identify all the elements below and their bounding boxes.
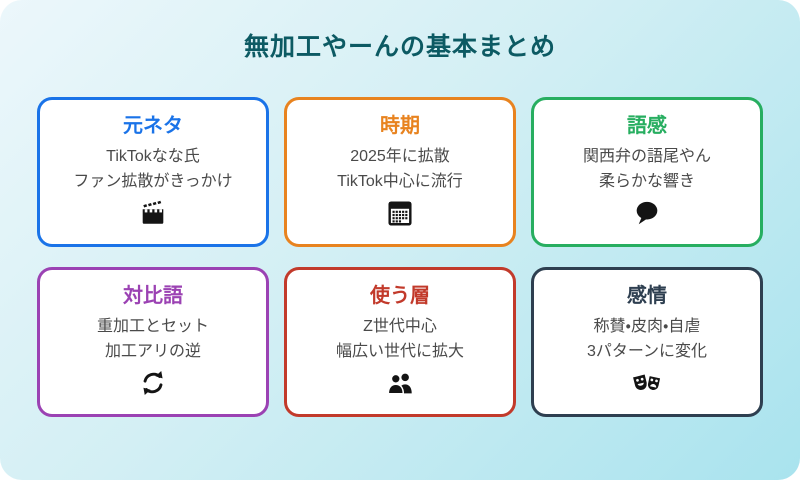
card-title: 使う層 <box>370 284 430 307</box>
card-title: 対比語 <box>123 284 183 307</box>
card-line: 柔らかな響き <box>598 172 695 190</box>
card-users: 使う層 Z世代中心 幅広い世代に拡大 <box>284 267 516 417</box>
card-grid: 元ネタ TikTokなな氏 ファン拡散がきっかけ <box>37 97 763 417</box>
refresh-arrows-icon <box>138 368 168 398</box>
card-title: 元ネタ <box>123 114 183 137</box>
card-line: TikTok中心に流行 <box>337 172 463 190</box>
card-line: 幅広い世代に拡大 <box>335 342 464 360</box>
card-line: ファン拡散がきっかけ <box>73 172 233 190</box>
clapperboard-icon <box>138 198 168 228</box>
card-line: 称賛・皮肉・自虐 <box>593 317 701 335</box>
card-line: 加工アリの逆 <box>104 342 201 360</box>
card-line: 2025年に拡散 <box>350 147 450 165</box>
card-origin: 元ネタ TikTokなな氏 ファン拡散がきっかけ <box>37 97 269 247</box>
theater-masks-icon <box>631 368 664 398</box>
card-sound: 語感 関西弁の語尾やん 柔らかな響き <box>531 97 763 247</box>
card-line: 3パターンに変化 <box>586 342 708 360</box>
card-title: 感情 <box>627 284 667 307</box>
card-antonym: 対比語 重加工とセット 加工アリの逆 <box>37 267 269 417</box>
card-line: Z世代中心 <box>363 317 437 335</box>
people-icon <box>385 368 415 398</box>
card-title: 時期 <box>380 114 420 137</box>
speech-bubble-icon <box>632 198 662 228</box>
card-emotion: 感情 称賛・皮肉・自虐 3パターンに変化 <box>531 267 763 417</box>
card-title: 語感 <box>627 114 667 137</box>
card-line: 関西弁の語尾やん <box>582 147 711 165</box>
page-title: 無加工やーんの基本まとめ <box>243 33 556 61</box>
card-line: TikTokなな氏 <box>106 147 200 165</box>
calendar-icon <box>385 198 415 228</box>
card-line: 重加工とセット <box>96 317 209 335</box>
card-timing: 時期 2025年に拡散 TikTok中心に流行 <box>284 97 516 247</box>
